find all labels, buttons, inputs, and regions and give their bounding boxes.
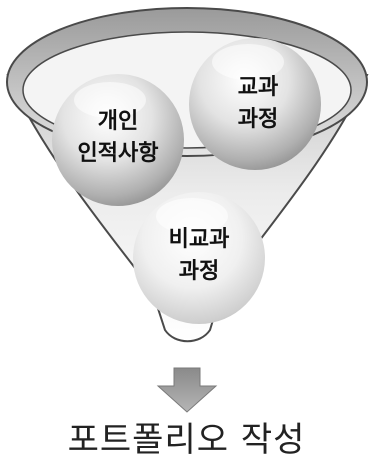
sphere-extracurricular: 비교과 과정 bbox=[133, 192, 265, 324]
sphere-curricular: 교과 과정 bbox=[189, 38, 321, 170]
output-label: 포트폴리오 작성 bbox=[0, 418, 373, 462]
sphere-personal-label-2: 인적사항 bbox=[78, 141, 159, 166]
sphere-curricular-label-1: 교과 bbox=[238, 75, 278, 100]
sphere-extracurricular-label-1: 비교과 bbox=[169, 227, 230, 252]
sphere-extracurricular-label-2: 과정 bbox=[179, 259, 219, 284]
sphere-personal: 개인 인적사항 bbox=[52, 74, 184, 206]
sphere-personal-label-1: 개인 bbox=[98, 109, 138, 134]
sphere-curricular-label-2: 과정 bbox=[238, 107, 278, 132]
down-arrow-icon bbox=[158, 368, 216, 412]
